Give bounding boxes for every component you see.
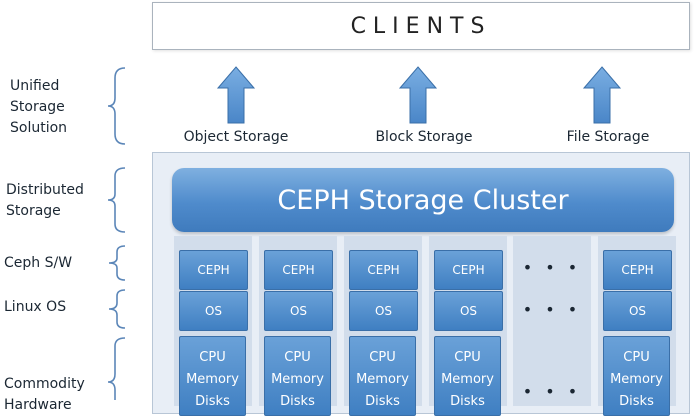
hw-cpu-label: CPU — [199, 350, 226, 365]
os-node-cell: OS — [434, 291, 503, 331]
node-column: CEPH OS CPU Memory Disks — [259, 236, 337, 416]
clients-title: CLIENTS — [350, 13, 492, 39]
hardware-node-cell: CPU Memory Disks — [434, 336, 501, 416]
hw-disks-label: Disks — [365, 394, 400, 409]
arrow-up-icon — [398, 66, 438, 124]
os-node-cell: OS — [264, 291, 333, 331]
label-ceph-sw: Ceph S/W — [4, 255, 73, 271]
hw-disks-label: Disks — [450, 394, 485, 409]
ceph-cluster-title: CEPH Storage Cluster — [277, 184, 569, 216]
ellipsis-column: • • • • • • • • • — [513, 236, 591, 406]
label-distributed-storage: Distributed Storage — [6, 182, 84, 219]
brace-icon — [108, 289, 126, 329]
hw-disks-label: Disks — [195, 394, 230, 409]
ceph-node-cell: CEPH — [603, 250, 672, 290]
hw-memory-label: Memory — [186, 372, 239, 387]
node-column: CEPH OS CPU Memory Disks — [598, 236, 676, 416]
hardware-node-cell: CPU Memory Disks — [349, 336, 416, 416]
ceph-node-cell: CEPH — [434, 250, 503, 290]
label-unified-storage: Unified Storage Solution — [10, 78, 68, 136]
os-node-label: OS — [289, 304, 308, 318]
os-node-label: OS — [204, 304, 223, 318]
ceph-node-label: CEPH — [621, 263, 654, 277]
hw-memory-label: Memory — [271, 372, 324, 387]
object-storage-label: Object Storage — [183, 129, 289, 145]
ceph-node-label: CEPH — [452, 263, 485, 277]
hardware-node-cell: CPU Memory Disks — [264, 336, 331, 416]
hardware-node-cell: CPU Memory Disks — [179, 336, 246, 416]
hw-disks-label: Disks — [619, 394, 654, 409]
ceph-node-label: CEPH — [282, 263, 315, 277]
label-commodity-hardware: Commodity Hardware — [4, 376, 85, 413]
node-column: CEPH OS CPU Memory Disks — [344, 236, 422, 416]
ceph-node-cell: CEPH — [264, 250, 333, 290]
hw-disks-label: Disks — [280, 394, 315, 409]
hw-memory-label: Memory — [356, 372, 409, 387]
ellipsis-hardware: • • • — [522, 382, 582, 401]
brace-icon — [108, 245, 126, 281]
arrow-up-icon — [582, 66, 622, 124]
brace-icon — [107, 67, 126, 145]
hardware-node-cell: CPU Memory Disks — [603, 336, 670, 416]
block-storage-label: Block Storage — [375, 129, 473, 145]
os-node-label: OS — [374, 304, 393, 318]
hw-cpu-label: CPU — [454, 350, 481, 365]
ceph-node-label: CEPH — [367, 263, 400, 277]
ceph-node-cell: CEPH — [349, 250, 418, 290]
ceph-cluster-bar: CEPH Storage Cluster — [172, 168, 674, 232]
ceph-node-cell: CEPH — [179, 250, 248, 290]
hw-memory-label: Memory — [441, 372, 494, 387]
os-node-label: OS — [459, 304, 478, 318]
os-node-cell: OS — [349, 291, 418, 331]
ceph-node-label: CEPH — [197, 263, 230, 277]
label-linux-os: Linux OS — [4, 299, 67, 315]
file-storage-label: File Storage — [566, 129, 650, 145]
node-column: CEPH OS CPU Memory Disks — [174, 236, 252, 416]
os-node-cell: OS — [179, 291, 248, 331]
ellipsis-os: • • • — [522, 300, 582, 319]
arrow-up-icon — [216, 66, 256, 124]
clients-box: CLIENTS — [152, 2, 690, 50]
hw-cpu-label: CPU — [623, 350, 650, 365]
hw-memory-label: Memory — [610, 372, 663, 387]
node-column: CEPH OS CPU Memory Disks — [429, 236, 507, 416]
os-node-cell: OS — [603, 291, 672, 331]
brace-icon — [107, 337, 126, 400]
brace-icon — [107, 167, 126, 233]
ellipsis-ceph: • • • — [522, 258, 582, 277]
hw-cpu-label: CPU — [284, 350, 311, 365]
hw-cpu-label: CPU — [369, 350, 396, 365]
os-node-label: OS — [628, 304, 647, 318]
